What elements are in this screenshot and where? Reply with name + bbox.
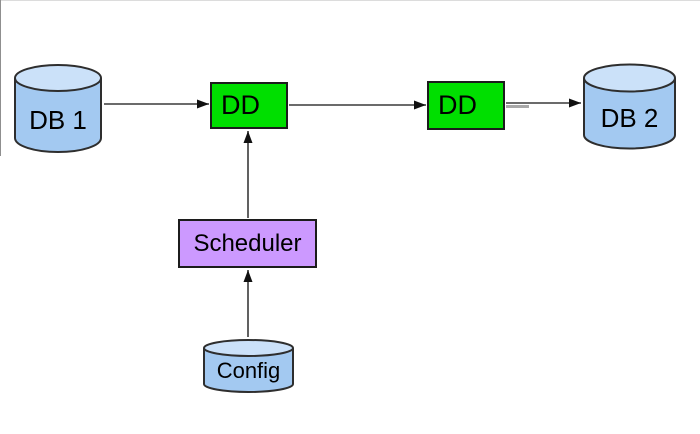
cylinder-body [14, 78, 102, 153]
node-dd2-label: DD [438, 90, 477, 120]
node-scheduler: Scheduler [178, 219, 317, 268]
node-dd2: DD [427, 81, 505, 130]
cylinder-top [583, 63, 676, 93]
canvas-top-border [0, 0, 700, 1]
node-dd1-label: DD [221, 90, 260, 120]
node-config: Config [202, 338, 295, 394]
cylinder-shape [583, 63, 676, 150]
node-db1-label: DB 1 [29, 105, 87, 135]
node-scheduler-label: Scheduler [193, 229, 302, 257]
cylinder-top [203, 339, 294, 357]
node-dd1: DD [210, 82, 288, 129]
cylinder-shape [203, 339, 294, 393]
cylinder-body [203, 348, 294, 393]
cylinder-shape [14, 64, 102, 153]
cylinder-body [583, 78, 676, 150]
canvas-left-border [0, 0, 1, 156]
node-db1: DB 1 [13, 62, 103, 154]
node-config-label: Config [216, 358, 281, 383]
node-db2-label: DB 2 [600, 102, 659, 133]
cylinder-top [14, 64, 102, 92]
node-db2: DB 2 [582, 62, 677, 151]
